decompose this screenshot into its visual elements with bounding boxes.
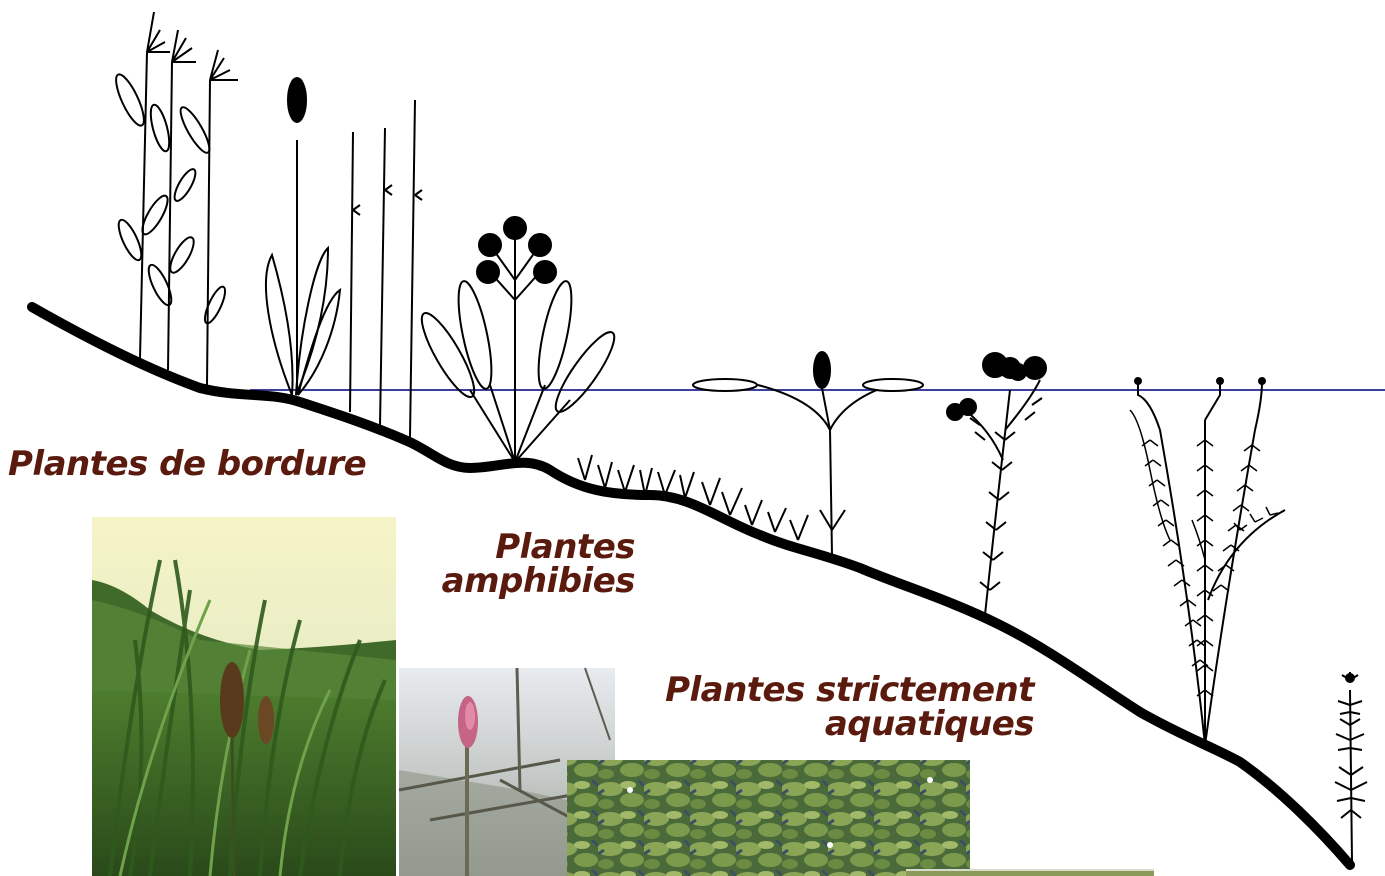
reed-plant-icon bbox=[111, 12, 238, 385]
label-plantes-strictement-aquatiques: Plantes strictement aquatiques bbox=[600, 673, 1034, 741]
label-plantes-amphibies: Plantes amphibies bbox=[400, 530, 635, 598]
rush-plant-icon bbox=[350, 100, 422, 437]
water-lily-photo bbox=[567, 760, 970, 876]
label-bordure-text: Plantes de bordure bbox=[8, 447, 366, 481]
label-amphibies-line2: amphibies bbox=[400, 564, 635, 598]
label-aquatiques-line2: aquatiques bbox=[600, 707, 1034, 741]
cattail-plant-icon bbox=[266, 78, 340, 395]
submerged-plant-icon bbox=[1130, 378, 1285, 745]
label-aquatiques-line1: Plantes strictement bbox=[600, 673, 1034, 707]
cattail-photo bbox=[92, 517, 396, 876]
submerged-plant-photo bbox=[906, 869, 1154, 876]
label-plantes-de-bordure: Plantes de bordure bbox=[8, 447, 366, 481]
deep-water-plant-icon bbox=[1335, 672, 1367, 862]
milfoil-plant-icon bbox=[947, 353, 1046, 615]
flowering-rush-icon bbox=[414, 217, 623, 462]
label-amphibies-line1: Plantes bbox=[400, 530, 635, 564]
